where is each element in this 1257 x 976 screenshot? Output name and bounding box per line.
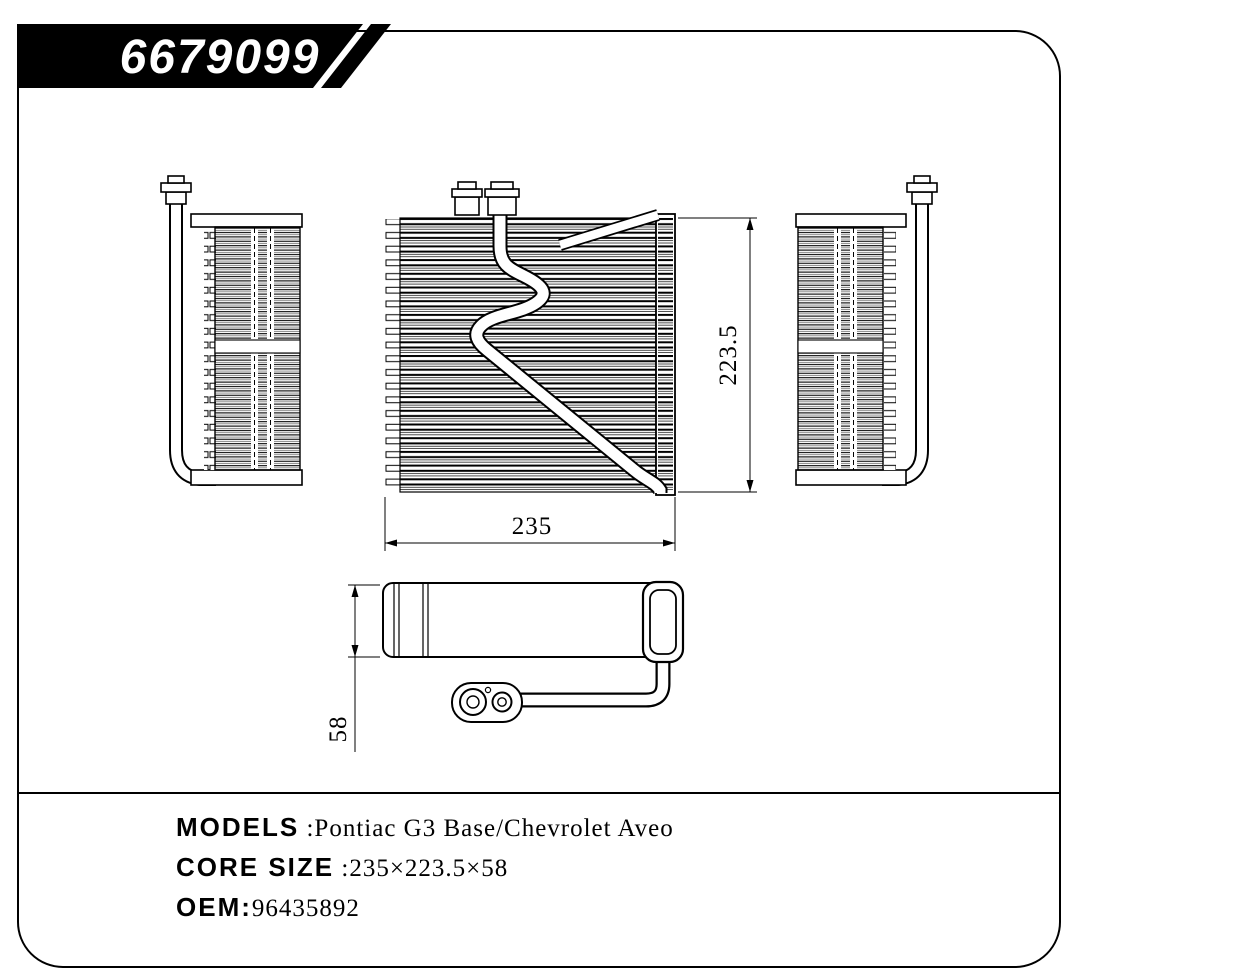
dim-depth-label: 58 (325, 716, 352, 743)
bottom-body (382, 582, 662, 658)
port-bolt-hole (484, 686, 492, 694)
core-right-header-fill (658, 218, 673, 492)
divider-line (19, 792, 1059, 794)
left-bottom-plate (190, 469, 303, 486)
dim-width-arrow-left (385, 539, 397, 547)
left-side-view (160, 175, 303, 486)
sheet-border (17, 30, 1061, 968)
spec-block: MODELS :Pontiac G3 Base/Chevrolet Aveo C… (176, 813, 674, 933)
left-fitting (160, 175, 192, 205)
oem-label: OEM: (176, 892, 252, 922)
models-value: :Pontiac G3 Base/Chevrolet Aveo (299, 815, 674, 842)
left-top-plate (190, 213, 303, 228)
dim-depth: 58 (325, 584, 380, 752)
banner-stripe (321, 24, 391, 88)
dim-height-arrow-bottom (746, 480, 754, 492)
bottom-ring-inner (649, 589, 677, 655)
part-number-banner: 6679099 (17, 24, 391, 88)
left-tube-ends (204, 228, 216, 470)
core-size-line: CORE SIZE :235×223.5×58 (176, 853, 674, 883)
right-mid-plate (797, 339, 884, 354)
dim-width: 235 (384, 497, 676, 551)
dim-depth-arrow-bottom (351, 645, 359, 657)
right-side-view (795, 175, 938, 486)
outlet-pipe-bore (558, 210, 660, 250)
part-number: 6679099 (120, 31, 321, 84)
bottom-ring-outer (641, 580, 685, 664)
port-circle-large (459, 688, 487, 716)
port-circle-large-bore (466, 695, 480, 709)
inlet-pipe-bore (471, 210, 666, 494)
right-bottom-plate (795, 469, 907, 486)
models-line: MODELS :Pontiac G3 Base/Chevrolet Aveo (176, 813, 674, 843)
dim-height: 223.5 (678, 217, 757, 493)
left-mid-plate (214, 339, 301, 354)
port-circle-small-bore (497, 697, 507, 707)
oem-line: OEM:96435892 (176, 893, 674, 923)
core-tube-ends (385, 219, 400, 491)
right-top-plate (795, 213, 907, 228)
right-fitting (906, 175, 938, 205)
core-size-label: CORE SIZE (176, 852, 335, 882)
bottom-view (382, 580, 685, 723)
port-circle-small (491, 691, 513, 713)
core-size-value: :235×223.5×58 (334, 855, 509, 882)
dim-width-label: 235 (512, 513, 553, 540)
outlet-fitting (484, 181, 520, 216)
right-tube-ends (884, 228, 896, 470)
inlet-fitting (451, 181, 483, 216)
front-view (385, 181, 676, 496)
dim-height-label: 223.5 (715, 324, 742, 385)
models-label: MODELS (176, 812, 300, 842)
dim-width-arrow-right (663, 539, 675, 547)
dim-depth-arrow-top (351, 585, 359, 597)
dim-height-arrow-top (746, 218, 754, 230)
oem-value: 96435892 (251, 895, 360, 922)
banner-shape (17, 24, 363, 88)
bottom-pipe-bore (518, 650, 669, 706)
